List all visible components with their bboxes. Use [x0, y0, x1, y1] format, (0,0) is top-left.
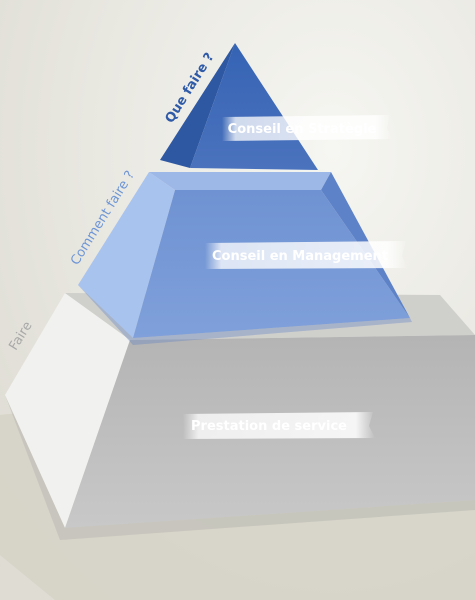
brush-stroke-bottom — [183, 412, 375, 439]
tier-top-label: Conseil en Stratègie — [228, 122, 377, 137]
tier-middle-base-edge — [78, 285, 412, 345]
tier-middle-top-face — [149, 172, 331, 190]
tier-bottom-left-face — [5, 293, 130, 528]
brush-stroke-top — [222, 115, 392, 141]
label-brushes — [183, 115, 408, 439]
tier-bottom-label: Prestation de service — [191, 419, 347, 434]
brush-stroke-middle — [205, 241, 408, 269]
tier-middle-left-face — [78, 172, 175, 338]
tier-middle-label: Conseil en Management — [212, 249, 388, 264]
tier-top-left-face — [160, 43, 235, 168]
